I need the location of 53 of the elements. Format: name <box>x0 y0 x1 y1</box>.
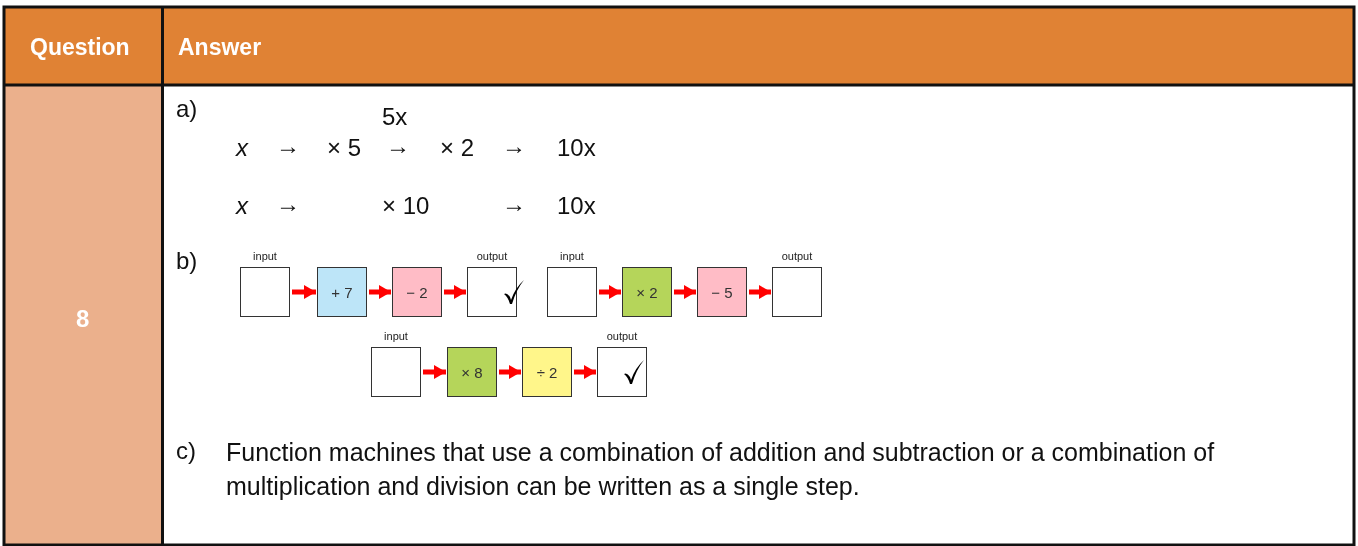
column-header: Question <box>30 34 130 61</box>
operation-label: − 2 <box>406 283 428 301</box>
math-operation: × 5 <box>327 134 362 162</box>
arrow <box>574 365 596 379</box>
box-caption: input <box>253 250 277 262</box>
math-expression: 10x <box>557 192 596 220</box>
box-caption: input <box>384 330 408 342</box>
operation-box <box>392 267 442 317</box>
math-expression: 5x <box>382 103 408 131</box>
arrow <box>292 285 316 299</box>
arrow <box>499 365 521 379</box>
math-operation: × 10 <box>382 192 430 220</box>
math-expression: 10x <box>557 134 596 162</box>
box-caption: input <box>560 250 584 262</box>
box-caption: output <box>606 330 638 342</box>
arrow <box>444 285 466 299</box>
operation-label: + 7 <box>331 283 353 301</box>
arrow-symbol: → <box>502 190 526 218</box>
arrow <box>369 285 391 299</box>
arrow <box>674 285 696 299</box>
question-number: 8 <box>76 305 90 333</box>
math-operation: × 2 <box>440 134 475 162</box>
arrow <box>749 285 771 299</box>
empty-box <box>240 267 290 317</box>
operation-box <box>522 347 572 397</box>
arrow-symbol: → <box>386 132 410 160</box>
operation-box <box>622 267 672 317</box>
empty-box <box>597 347 647 397</box>
box-caption: output <box>476 250 508 262</box>
arrow-symbol: → <box>502 132 526 160</box>
arrow-symbol: → <box>276 132 300 160</box>
operation-box <box>697 267 747 317</box>
operation-label: ÷ 2 <box>536 363 558 381</box>
empty-box <box>547 267 597 317</box>
part-label: c) <box>176 437 196 465</box>
column-header: Answer <box>178 34 262 61</box>
operation-label: − 5 <box>711 283 733 301</box>
answer-paragraph: Function machines that use a combination of addition and subtraction or a combination of multiplication and division can be written as a single step. <box>226 437 1216 502</box>
arrow <box>423 365 446 379</box>
arrow-symbol: → <box>276 190 300 218</box>
operation-box <box>447 347 497 397</box>
arrow <box>599 285 621 299</box>
empty-box <box>467 267 517 317</box>
operation-label: × 2 <box>636 283 658 301</box>
empty-box <box>371 347 421 397</box>
math-variable: x <box>236 192 248 220</box>
empty-box <box>772 267 822 317</box>
math-variable: x <box>236 134 248 162</box>
part-label: b) <box>176 247 198 275</box>
part-label: a) <box>176 95 198 123</box>
box-caption: output <box>781 250 813 262</box>
operation-label: × 8 <box>461 363 483 381</box>
operation-box <box>317 267 367 317</box>
